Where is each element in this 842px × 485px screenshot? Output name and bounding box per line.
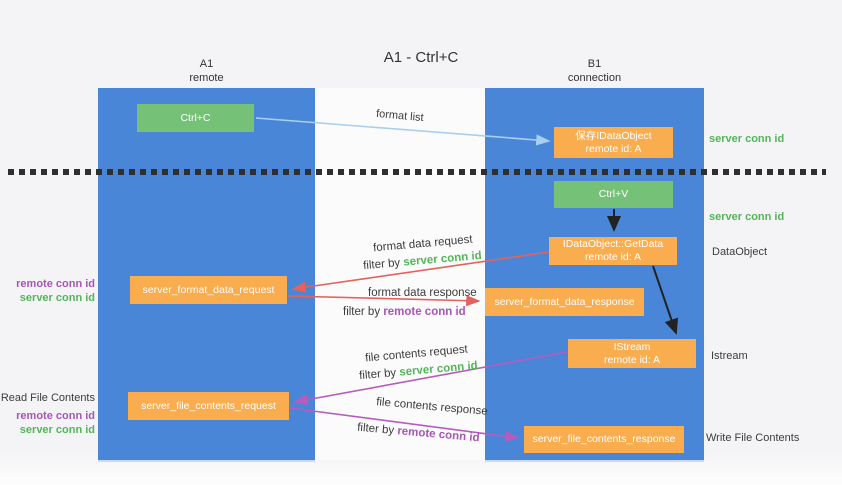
node-ctrl-c-label: Ctrl+C bbox=[180, 111, 211, 124]
left-label-server-conn-id-1: server conn id bbox=[19, 292, 95, 304]
left-label-remote-conn-id-1: remote conn id bbox=[16, 278, 95, 290]
right-label-write-file-contents: Write File Contents bbox=[706, 432, 800, 444]
right-column-subtitle: connection bbox=[567, 72, 622, 84]
flow-label-format-data-response: format data response bbox=[368, 287, 477, 299]
node-server-file-contents-response: server_file_contents_response bbox=[524, 426, 684, 453]
node-idataobject-getdata-line1: IDataObject::GetData bbox=[562, 238, 664, 250]
left-label-server-conn-id-2: server conn id bbox=[19, 424, 95, 436]
node-ctrl-v-label: Ctrl+V bbox=[598, 188, 629, 200]
node-server-format-data-request-label: server_format_data_request bbox=[142, 283, 275, 296]
right-label-server-conn-id-2: server conn id bbox=[709, 211, 785, 223]
right-label-istream: Istream bbox=[711, 350, 748, 362]
left-label-read-file-contents: Read File Contents bbox=[0, 392, 95, 404]
node-save-idataobject: 保存IDataObject remote id: A bbox=[554, 127, 673, 158]
node-istream-line2: remote id: A bbox=[603, 353, 661, 366]
right-label-dataobject: DataObject bbox=[712, 246, 768, 258]
node-server-format-data-response-label: server_format_data_response bbox=[494, 295, 635, 308]
left-column-name: A1 bbox=[199, 58, 214, 70]
node-server-file-contents-response-label: server_file_contents_response bbox=[532, 433, 676, 445]
node-ctrl-c: Ctrl+C bbox=[137, 104, 254, 132]
node-ctrl-v: Ctrl+V bbox=[554, 181, 673, 208]
node-idataobject-getdata: IDataObject::GetData remote id: A bbox=[549, 237, 677, 265]
node-save-idataobject-line2: remote id: A bbox=[585, 142, 642, 155]
node-save-idataobject-line1: 保存IDataObject bbox=[575, 129, 652, 142]
filter-by-prefix: filter by bbox=[343, 306, 384, 318]
node-server-format-data-request: server_format_data_request bbox=[130, 276, 287, 304]
node-istream-line1: IStream bbox=[613, 340, 651, 353]
left-column-header: A1 remote bbox=[98, 57, 315, 85]
node-server-file-contents-request: server_file_contents_request bbox=[128, 392, 289, 420]
remote-conn-id-highlight: remote conn id bbox=[383, 306, 466, 318]
right-column-header: B1 connection bbox=[485, 57, 704, 85]
right-label-server-conn-id-1: server conn id bbox=[709, 133, 785, 145]
node-server-format-data-response: server_format_data_response bbox=[485, 288, 644, 316]
right-column-name: B1 bbox=[587, 58, 602, 70]
node-server-file-contents-request-label: server_file_contents_request bbox=[141, 399, 276, 412]
left-label-remote-conn-id-2: remote conn id bbox=[16, 410, 95, 422]
node-istream: IStream remote id: A bbox=[568, 339, 696, 368]
node-idataobject-getdata-line2: remote id: A bbox=[584, 251, 642, 263]
title-line-ctrl-c: A1 - Ctrl+C bbox=[383, 49, 459, 66]
flow-label-filter-by-remote-1: filter by remote conn id bbox=[343, 306, 466, 318]
left-column-subtitle: remote bbox=[189, 72, 224, 84]
